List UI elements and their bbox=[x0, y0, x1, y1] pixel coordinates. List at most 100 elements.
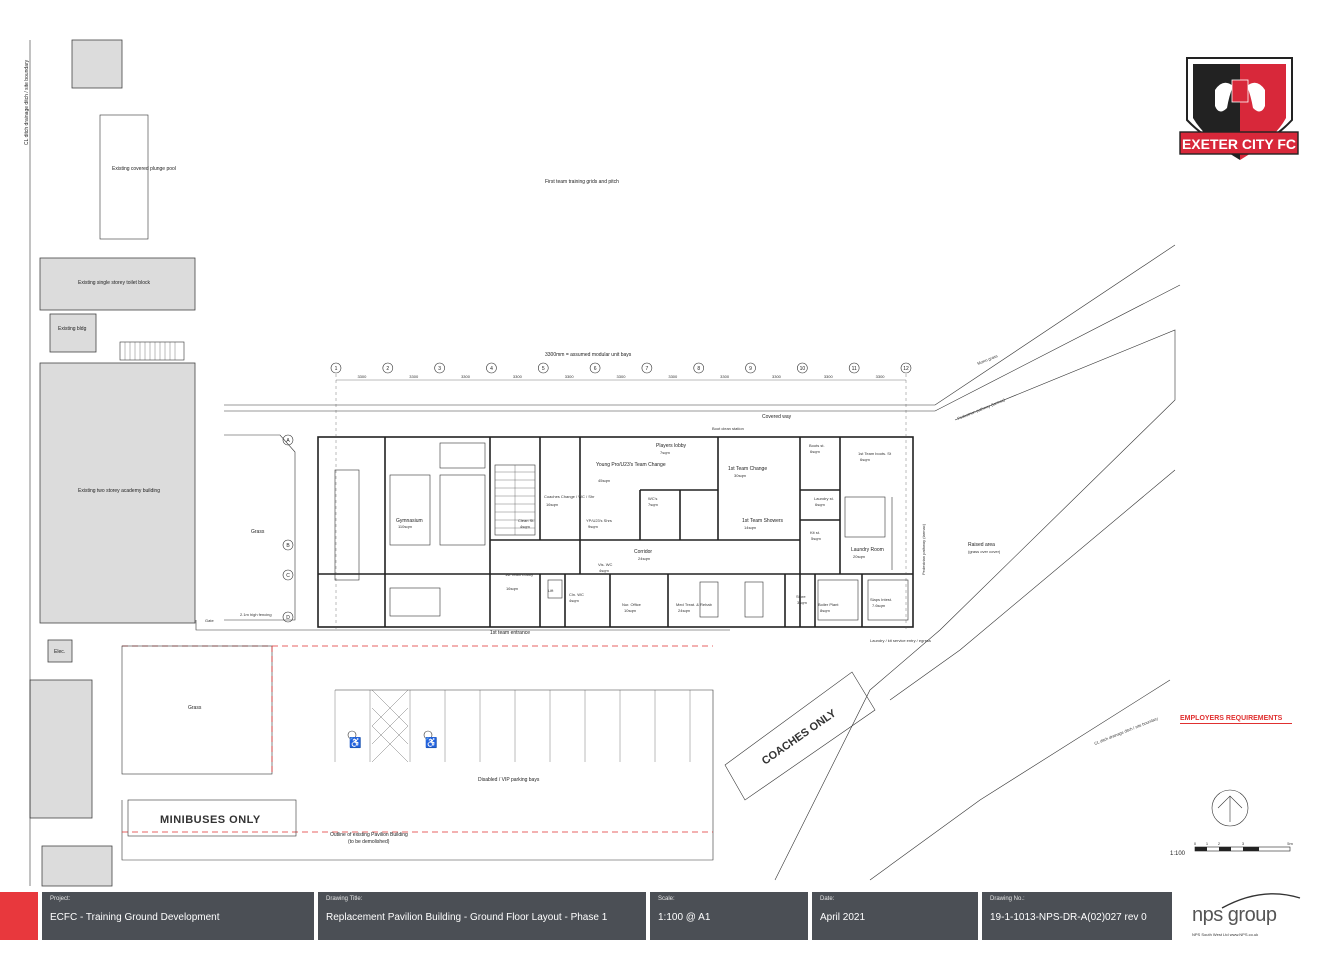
car-park bbox=[121, 645, 714, 861]
drawing-title-value: Replacement Pavilion Building - Ground F… bbox=[326, 912, 608, 923]
grid-bubble bbox=[797, 362, 808, 374]
raised-area-label: Raised area bbox=[968, 542, 995, 548]
boot-clean-label: Boot clean station bbox=[712, 426, 744, 431]
bay-dimension: 3300 bbox=[409, 374, 419, 379]
minibuses-only-marking: MINIBUSES ONLY bbox=[160, 814, 261, 826]
room-nur-office: Nur. Office bbox=[622, 602, 642, 607]
bay-dimension: 3300 bbox=[720, 374, 730, 379]
room-cln-wc-area: 4sqm bbox=[569, 598, 579, 603]
room-players-lobby: Players lobby bbox=[656, 443, 687, 449]
plunge-pool-label: Existing covered plunge pool bbox=[112, 166, 176, 172]
covered-way-label: Covered way bbox=[762, 414, 792, 420]
grid-bubble-label: 9 bbox=[749, 366, 752, 372]
room-first-team-lobby-area: 16sqm bbox=[506, 586, 519, 591]
grid-bubble-label: 3 bbox=[438, 366, 441, 372]
room-wcs-area: 7sqm bbox=[648, 502, 658, 507]
grid-bubble bbox=[641, 362, 653, 374]
grid-bubble bbox=[589, 362, 601, 374]
room-first-team-showers: 1st Team Showers bbox=[742, 518, 784, 524]
outline-existing-label: Outline of existing Pavilion Building bbox=[330, 832, 408, 838]
project-cell: Project: ECFC - Training Ground Developm… bbox=[42, 892, 314, 940]
drawing-number-caption: Drawing No.: bbox=[990, 896, 1025, 902]
room-first-team-lobby: 1st Team Lobby bbox=[505, 572, 533, 577]
scale-text: 1:100 bbox=[1170, 851, 1186, 857]
project-value: ECFC - Training Ground Development bbox=[50, 912, 220, 923]
room-gymnasium-area: 110sqm bbox=[398, 524, 413, 529]
room-laundry-room-area: 20sqm bbox=[853, 554, 866, 559]
grid-row-bubble bbox=[282, 611, 294, 623]
grid-bubble-label: 1 bbox=[335, 366, 338, 372]
first-team-entrance-label: 1st team entrance bbox=[490, 630, 530, 636]
scale-tick-label: 5m bbox=[1287, 841, 1293, 846]
drawing-title-caption: Drawing Title: bbox=[326, 896, 363, 902]
grid-bubble bbox=[900, 362, 912, 374]
scale-tick-label: 1 bbox=[1206, 841, 1209, 846]
room-labels: Gymnasium 110sqm Young Pro/U23's Team Ch… bbox=[396, 443, 892, 613]
grid-bubble bbox=[330, 362, 342, 374]
grid-bubble bbox=[434, 362, 445, 374]
swoosh-icon bbox=[1221, 893, 1301, 909]
grid-bubble bbox=[848, 362, 860, 374]
scale-value: 1:100 @ A1 bbox=[658, 912, 711, 923]
raised-area-sub-label: (grass over cover) bbox=[968, 549, 1001, 554]
scale-cell: Scale: 1:100 @ A1 bbox=[650, 892, 808, 940]
high-fencing-label: 2.1m high fencing bbox=[240, 612, 272, 617]
room-players-lobby-area: 7sqm bbox=[660, 450, 670, 455]
ditch-left-label: CL ditch drainage ditch / site boundary bbox=[24, 59, 30, 145]
north-arrow-icon bbox=[1211, 789, 1249, 827]
room-med-treat: Med Treat. & Rehab bbox=[676, 602, 713, 607]
grid-bubble-label: 7 bbox=[646, 366, 649, 372]
bay-dimension: 3300 bbox=[617, 374, 627, 379]
room-lift: Lift bbox=[548, 588, 554, 593]
date-cell: Date: April 2021 bbox=[812, 892, 978, 940]
company-subline: NPS South West Ltd www.NPS.co.uk bbox=[1192, 932, 1259, 937]
room-coaches-change: Coaches Change / WC / Shr bbox=[544, 494, 595, 499]
room-boiler-plant-area: 8sqm bbox=[820, 608, 830, 613]
grid-row-bubble bbox=[282, 569, 294, 581]
mown-grass-label: Mown grass bbox=[977, 353, 999, 366]
gate-label: Gate bbox=[205, 618, 214, 623]
site-boundary bbox=[195, 244, 1181, 881]
room-yp-shrs-area: 9sqm bbox=[588, 524, 598, 529]
title-block: Project: ECFC - Training Ground Developm… bbox=[0, 888, 1318, 944]
date-caption: Date: bbox=[820, 896, 835, 902]
drawing-title-cell: Drawing Title: Replacement Pavilion Buil… bbox=[318, 892, 646, 940]
grass-label-1: Grass bbox=[251, 529, 265, 535]
wheelchair-icon: ♿ bbox=[347, 730, 361, 749]
svg-text:♿: ♿ bbox=[425, 736, 437, 749]
room-corridor: Corridor bbox=[634, 549, 652, 555]
svg-text:♿: ♿ bbox=[349, 736, 361, 749]
room-boiler-plant: Boiler Plant bbox=[818, 602, 839, 607]
room-young-pro: Young Pro/U23's Team Change bbox=[596, 462, 666, 468]
room-boots-st: Boots st. bbox=[809, 443, 825, 448]
room-boots-st-area: 6sqm bbox=[810, 449, 820, 454]
toilet-block-label: Existing single storey toilet block bbox=[78, 280, 150, 286]
drawing-number-value: 19-1-1013-NPS-DR-A(02)027 rev 0 bbox=[990, 912, 1147, 923]
room-first-team-change-area: 30sqm bbox=[734, 473, 747, 478]
grass-label-2: Grass bbox=[188, 705, 202, 711]
grid-row-label: A bbox=[286, 438, 290, 444]
drawing-number-cell: Drawing No.: 19-1-1013-NPS-DR-A(02)027 r… bbox=[982, 892, 1172, 940]
room-slaps-intest: Slaps Intest. bbox=[870, 597, 892, 602]
ditch-right-label: CL ditch drainage ditch / site boundary bbox=[1094, 716, 1159, 746]
existing-buildings bbox=[29, 39, 196, 887]
room-laundry-room: Laundry Room bbox=[851, 547, 884, 553]
room-first-team-boots: 1st Team boots. St bbox=[858, 451, 892, 456]
grid-bubble-label: 10 bbox=[800, 366, 806, 372]
grid-bubble-label: 5 bbox=[542, 366, 545, 372]
scale-bar bbox=[1194, 846, 1291, 852]
club-crest-logo: EXETER CITY FC bbox=[1179, 57, 1299, 160]
project-caption: Project: bbox=[50, 896, 71, 902]
modular-label: 3300mm = assumed modular unit bays bbox=[545, 352, 632, 358]
room-first-team-change: 1st Team Change bbox=[728, 466, 767, 472]
room-kit-st: Kit st. bbox=[810, 530, 820, 535]
company-wordmark: nps group bbox=[1192, 904, 1277, 926]
room-vis-wc-area: 4sqm bbox=[599, 568, 609, 573]
room-clean-st-area: 4sqm bbox=[520, 524, 530, 529]
room-corridor-area: 24sqm bbox=[638, 556, 651, 561]
date-value: April 2021 bbox=[820, 912, 866, 923]
